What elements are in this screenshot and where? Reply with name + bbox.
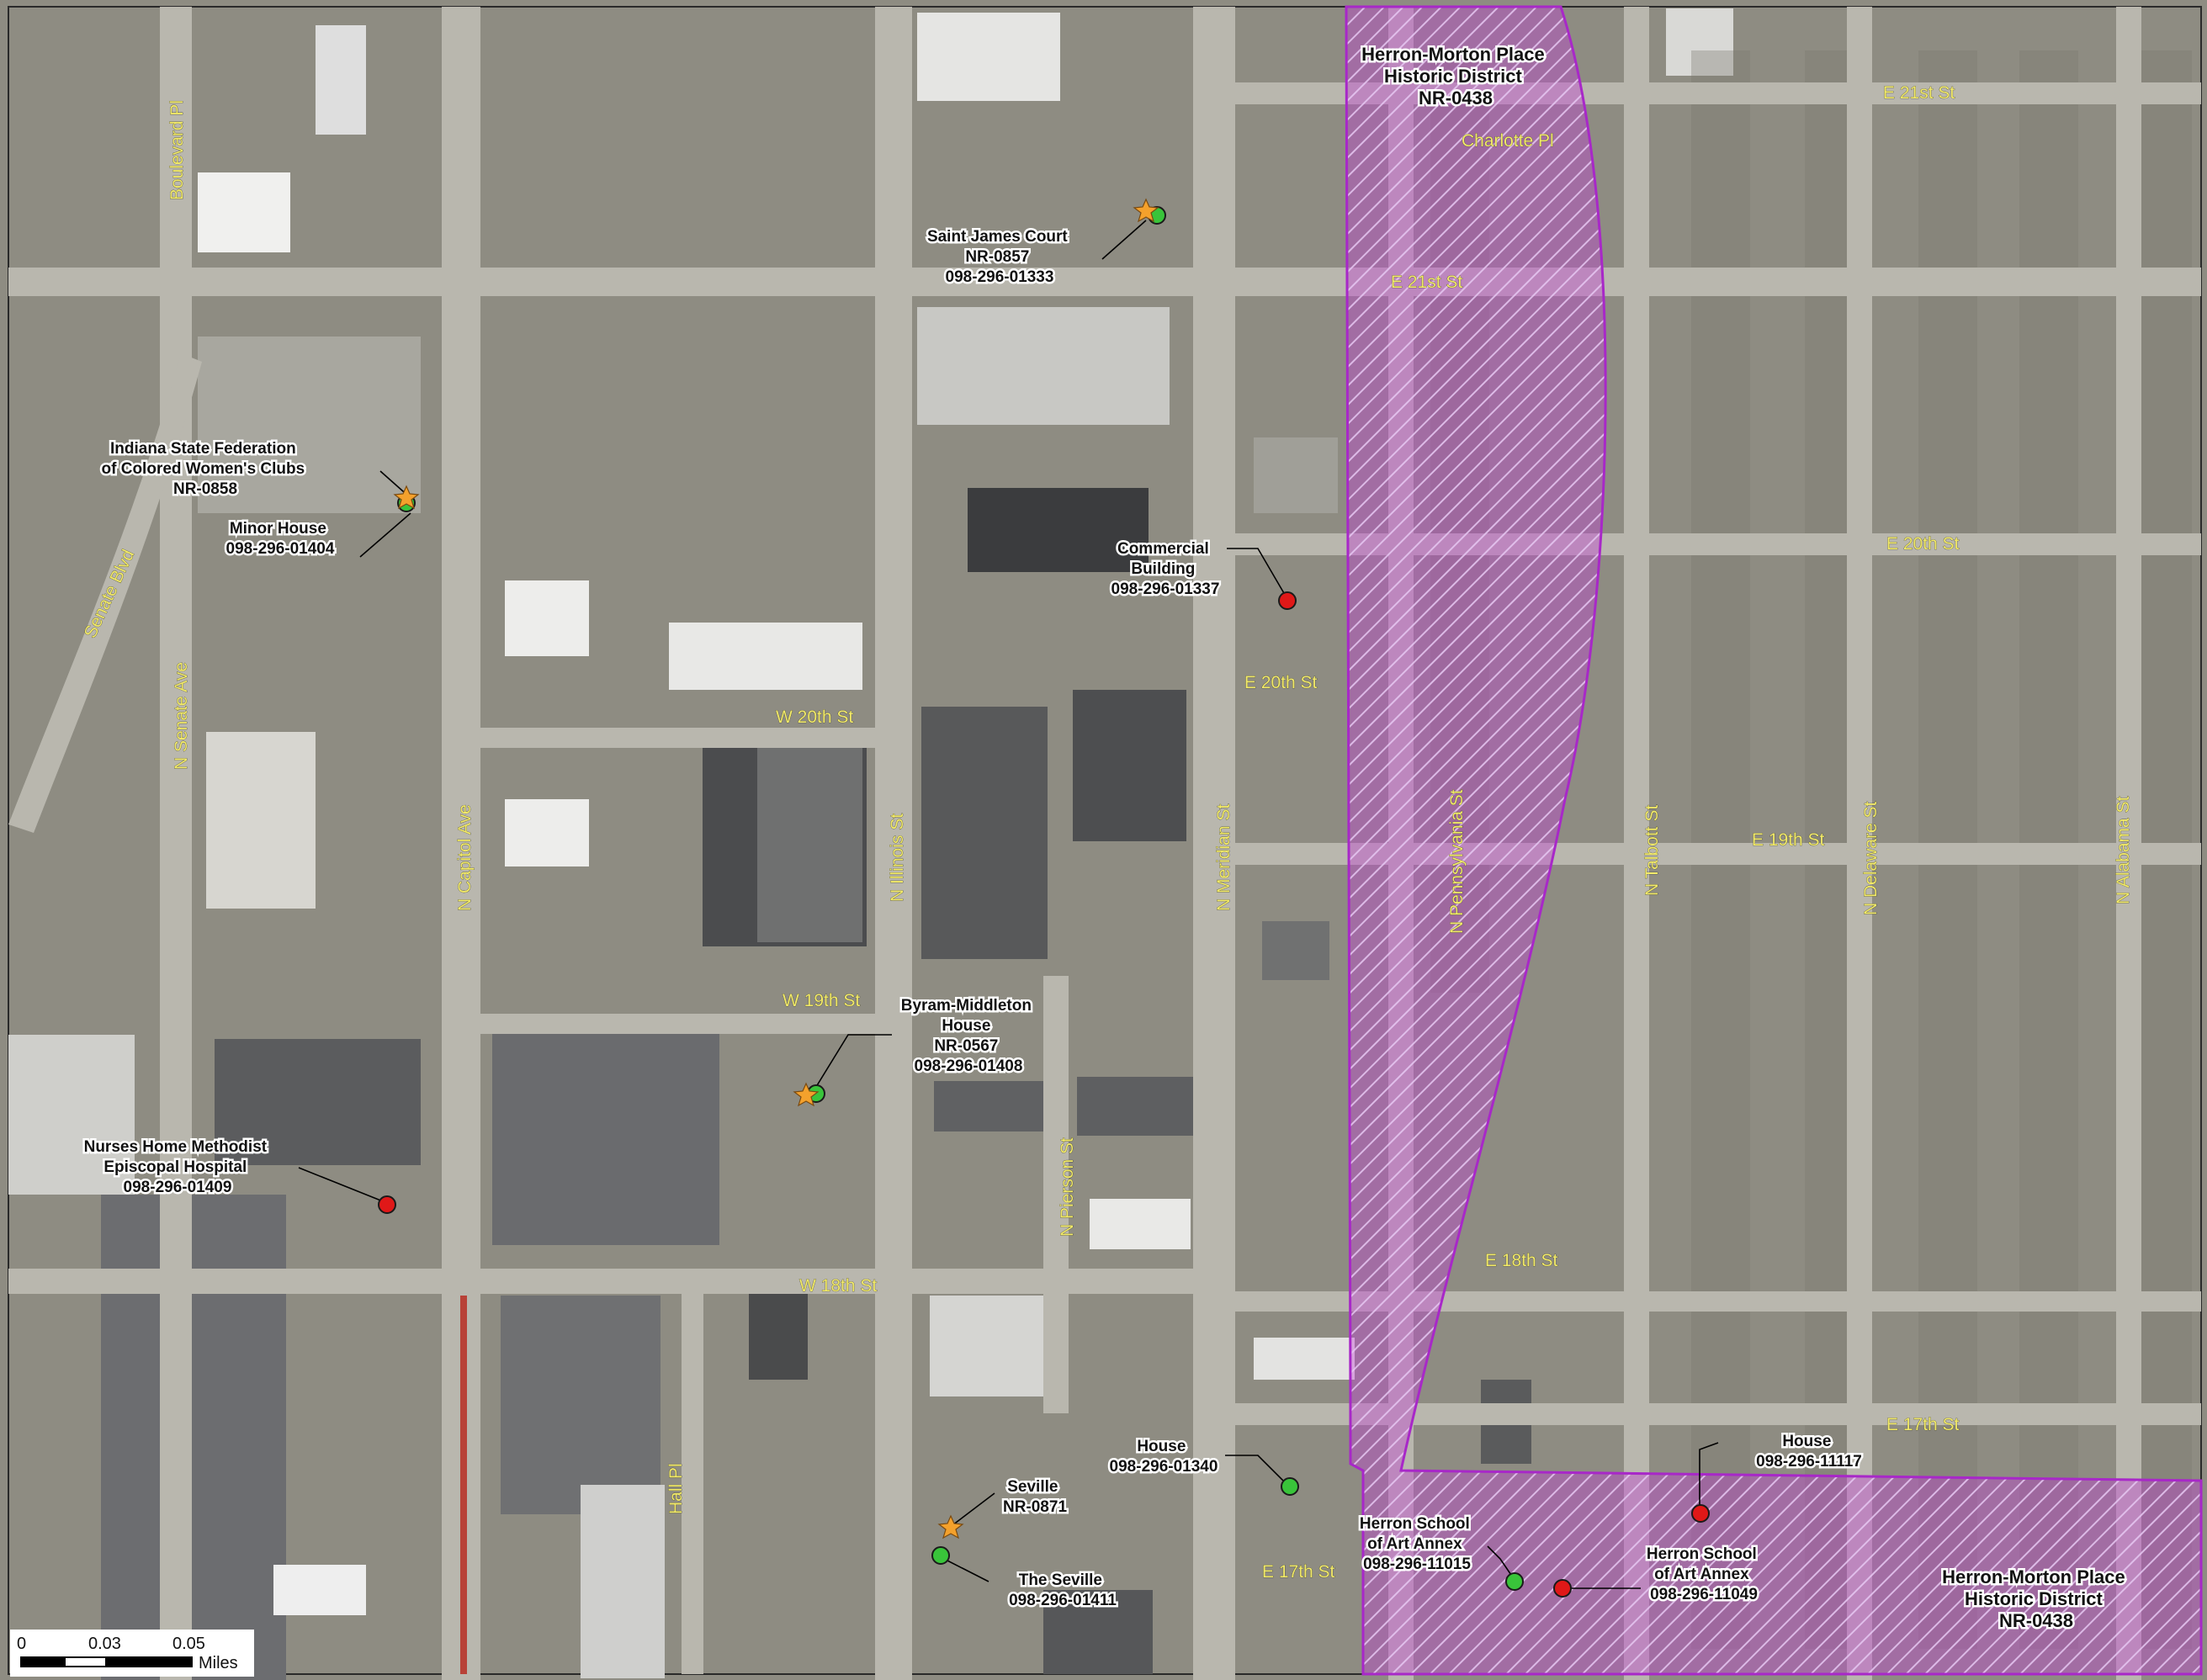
red-circle-icon[interactable] (1553, 1579, 1572, 1598)
scale-tick-003: 0.03 (88, 1635, 121, 1653)
site-labels: Saint James Court NR-0857 098-296-01333 … (82, 226, 1864, 1612)
street-label-n-alabama-st: N Alabama St (2114, 796, 2133, 904)
street-label-n-capitol-ave: N Capitol Ave (455, 804, 475, 911)
street-label-n-talbott-st: N Talbott St (1642, 805, 1662, 896)
street-label-n-delaware-st: N Delaware St (1861, 801, 1881, 915)
scale-tick-005: 0.05 (172, 1635, 205, 1653)
street-label-e-21st-st-top: E 21st St (1883, 83, 1955, 103)
green-circle-icon[interactable] (1505, 1572, 1524, 1591)
street-label-e-20th-st-east: E 20th St (1886, 534, 1960, 554)
leader-lines (298, 220, 1719, 1589)
red-circle-icon[interactable] (1691, 1504, 1710, 1523)
district-boundary-top (1345, 5, 2203, 1676)
street-label-w-20th-st: W 20th St (776, 708, 853, 727)
star-icon[interactable] (1133, 198, 1159, 223)
street-labels: Boulevard Pl Senate Blvd N Senate Ave N … (80, 83, 2133, 1582)
street-label-e-19th-st: E 19th St (1752, 830, 1825, 850)
star-icon[interactable] (937, 1514, 964, 1540)
red-circle-icon[interactable] (378, 1195, 396, 1214)
street-label-charlotte-pl: Charlotte Pl (1462, 131, 1554, 151)
green-circle-icon[interactable] (931, 1546, 950, 1565)
street-label-w-18th-st: W 18th St (799, 1276, 877, 1296)
label-indiana-state-federation: Indiana State Federation of Colored Wome… (102, 440, 310, 498)
label-nurses-home: Nurses Home Methodist Episcopal Hospital… (84, 1138, 272, 1196)
label-house-11117: House 098-296-11117 (1756, 1433, 1862, 1471)
street-label-n-pennsylvania-st: N Pennsylvania St (1447, 789, 1467, 934)
label-saint-james-court: Saint James Court NR-0857 098-296-01333 (927, 228, 1072, 286)
street-label-hall-pl: Hall Pl (666, 1463, 686, 1514)
street-label-n-senate-ave: N Senate Ave (172, 662, 191, 770)
label-seville-nr: Seville NR-0871 (1003, 1478, 1067, 1516)
street-label-e-17th-st-east: E 17th St (1886, 1415, 1960, 1434)
street-label-n-illinois-st: N Illinois St (888, 814, 907, 902)
scale-unit: Miles (199, 1654, 238, 1672)
green-circle-icon[interactable] (1281, 1477, 1299, 1496)
street-label-e-21st-st-district: E 21st St (1391, 273, 1462, 292)
label-district-top: Herron-Morton Place Historic District NR… (1361, 44, 1550, 109)
street-label-e-17th-st-west: E 17th St (1262, 1562, 1335, 1582)
label-the-seville: The Seville 098-296-01411 (1009, 1571, 1117, 1609)
district-labels: Herron-Morton Place Historic District NR… (1360, 42, 2130, 1634)
street-label-boulevard-pl: Boulevard Pl (167, 100, 187, 200)
star-icon[interactable] (793, 1082, 820, 1107)
red-transit-lane (460, 1296, 467, 1674)
label-district-bottom: Herron-Morton Place Historic District NR… (1942, 1566, 2130, 1631)
street-label-e-20th-st-west: E 20th St (1244, 673, 1318, 692)
street-label-e-18th-st: E 18th St (1485, 1251, 1558, 1270)
star-icon[interactable] (393, 485, 420, 510)
site-markers[interactable] (378, 198, 1710, 1598)
street-label-w-19th-st: W 19th St (783, 991, 860, 1010)
label-byram-middleton-house: Byram-Middleton House NR-0567 098-296-01… (901, 997, 1036, 1075)
label-minor-house: Minor House 098-296-01404 (226, 520, 335, 558)
street-label-n-meridian-st: N Meridian St (1214, 804, 1233, 911)
street-label-n-pierson-st: N Pierson St (1058, 1137, 1077, 1237)
label-house-01340: House 098-296-01340 (1110, 1438, 1218, 1476)
scale-tick-0: 0 (17, 1635, 26, 1653)
red-circle-icon[interactable] (1278, 591, 1297, 610)
scale-bar: 0 0.03 0.05 Miles (10, 1630, 254, 1677)
label-commercial-building: Commercial Building 098-296-01337 (1111, 540, 1220, 598)
label-herron-11015: Herron School of Art Annex 098-296-11015 (1360, 1515, 1474, 1573)
label-herron-11049: Herron School of Art Annex 098-296-11049 (1647, 1545, 1761, 1603)
